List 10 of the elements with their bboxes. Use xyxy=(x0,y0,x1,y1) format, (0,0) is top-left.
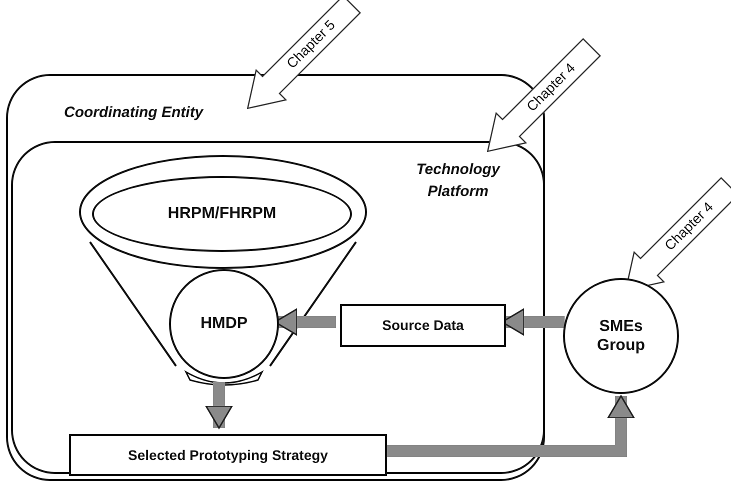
group-label: Technology Platform xyxy=(415,160,502,202)
node-label: HRPM/FHRPM xyxy=(166,204,278,224)
node-label: Selected Prototyping Strategy xyxy=(127,446,329,464)
process-box xyxy=(340,304,506,347)
node-label: HMDP xyxy=(199,314,249,334)
node-label: Source Data xyxy=(381,317,465,334)
container-box xyxy=(11,141,545,474)
process-box xyxy=(69,434,387,476)
node-label: SMEs Group xyxy=(596,316,646,356)
group-label: Coordinating Entity xyxy=(64,103,205,123)
